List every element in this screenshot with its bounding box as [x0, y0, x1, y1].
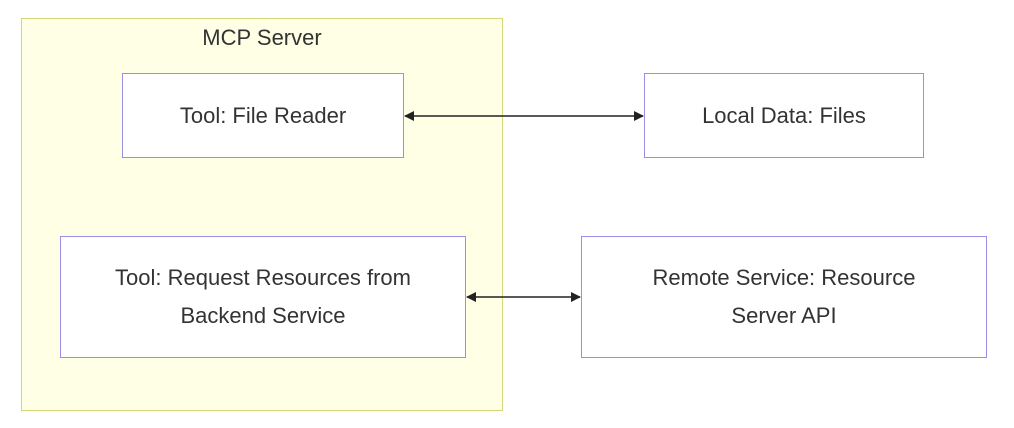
node-tool-file-reader: Tool: File Reader — [122, 73, 404, 158]
node-tool-request-resources: Tool: Request Resources from Backend Ser… — [60, 236, 466, 358]
mcp-server-title: MCP Server — [202, 25, 322, 50]
node-remote-service-label: Remote Service: Resource Server API — [652, 265, 916, 328]
node-remote-service: Remote Service: Resource Server API — [581, 236, 987, 358]
node-tool-request-resources-label: Tool: Request Resources from Backend Ser… — [115, 265, 411, 328]
node-local-data-label: Local Data: Files — [702, 102, 866, 128]
node-tool-file-reader-label: Tool: File Reader — [179, 102, 347, 128]
node-local-data: Local Data: Files — [644, 73, 924, 158]
